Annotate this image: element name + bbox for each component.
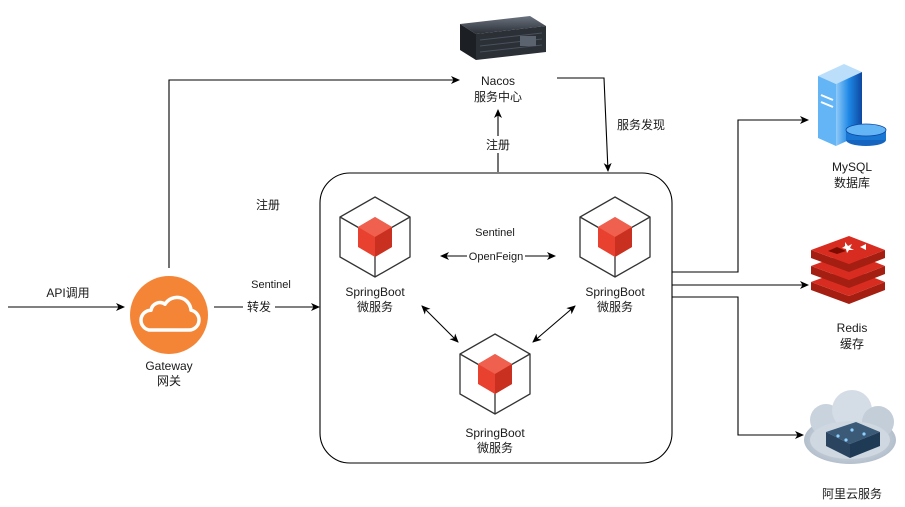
edge-to-aliyun [672,296,804,439]
gateway-cloud-icon [130,276,208,354]
service-right-icon [579,196,651,278]
label-register-gateway: 注册 [256,197,280,212]
label-api-call: API调用 [46,286,89,300]
nacos-server-icon [460,16,546,60]
service-right-subtitle: 微服务 [597,299,633,314]
service-bottom-icon [459,333,531,415]
aliyun-cloud-icon [804,390,896,464]
gateway-title: Gateway [145,359,192,373]
nacos-subtitle: 服务中心 [474,89,522,104]
edge-right-bottom [532,305,576,343]
mysql-database-icon [818,64,887,146]
service-left-icon [339,196,411,278]
redis-cache-icon [811,236,885,304]
nacos-title: Nacos [481,74,515,88]
aliyun-title: 阿里云服务 [822,486,882,501]
label-forward-sentinel: Sentinel [251,279,291,291]
edge-discovery [557,77,612,172]
label-peer-openfeign: OpenFeign [469,251,523,263]
gateway-subtitle: 网关 [157,374,181,388]
service-bottom-title: SpringBoot [465,426,525,440]
label-discovery: 服务发现 [617,117,665,132]
edge-left-bottom [421,305,459,343]
service-left-title: SpringBoot [345,285,405,299]
edge-to-mysql [672,116,809,273]
redis-subtitle: 缓存 [840,337,864,351]
edge-gateway-register [168,76,460,268]
service-right-title: SpringBoot [585,285,645,299]
label-forward: 转发 [247,299,271,314]
service-bottom-subtitle: 微服务 [477,440,513,455]
redis-title: Redis [837,321,868,335]
mysql-subtitle: 数据库 [834,175,870,190]
label-peer-sentinel: Sentinel [475,227,515,239]
mysql-title: MySQL [832,160,872,174]
service-left-subtitle: 微服务 [357,299,393,314]
label-register-services: 注册 [486,137,510,152]
